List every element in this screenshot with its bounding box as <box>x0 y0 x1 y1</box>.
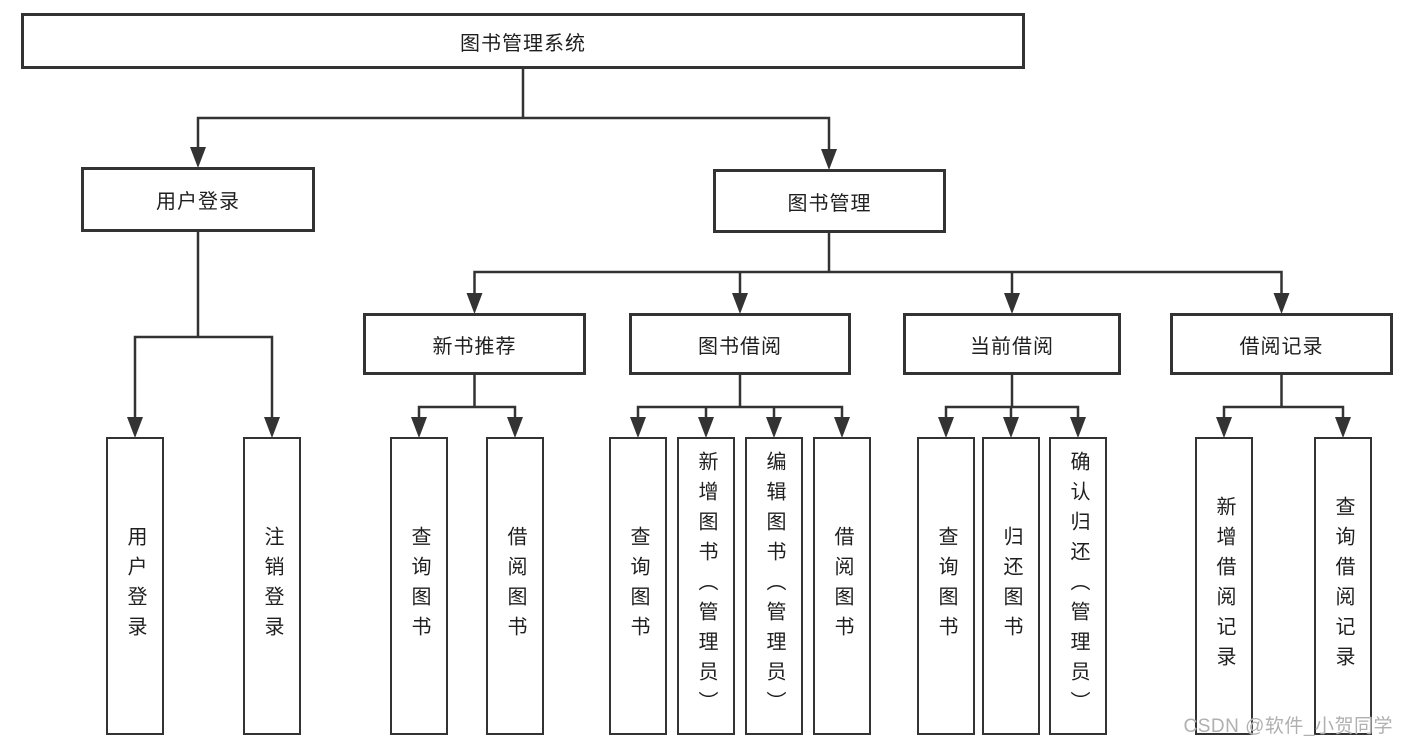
leaf-borrow-books-borrowing: 借阅图书 <box>813 437 871 735</box>
leaf-logout-label: 注销登录 <box>261 526 283 646</box>
node-book-management: 图书管理 <box>713 169 946 233</box>
leaf-user-login-label: 用户登录 <box>124 526 146 646</box>
leaf-query-books-borrowing-label: 查询图书 <box>627 526 649 646</box>
leaf-add-borrow-record-label: 新增借阅记录 <box>1213 496 1235 676</box>
node-book-management-label: 图书管理 <box>787 192 872 215</box>
leaf-confirm-return-admin: 确认归还（管理员） <box>1049 437 1107 735</box>
node-borrowing-records: 借阅记录 <box>1170 313 1393 375</box>
leaf-confirm-return-admin-label: 确认归还（管理员） <box>1067 451 1089 721</box>
node-book-borrowing: 图书借阅 <box>629 313 851 375</box>
leaf-query-books-recommend: 查询图书 <box>390 437 448 735</box>
leaf-query-books-current-label: 查询图书 <box>935 526 957 646</box>
node-user-login-label: 用户登录 <box>156 191 240 213</box>
leaf-logout: 注销登录 <box>243 437 301 735</box>
leaf-edit-book-admin-label: 编辑图书（管理员） <box>763 451 785 721</box>
leaf-return-book-label: 归还图书 <box>1000 526 1022 646</box>
node-current-borrowing: 当前借阅 <box>903 313 1121 375</box>
leaf-borrow-books-recommend: 借阅图书 <box>486 437 544 735</box>
node-user-login: 用户登录 <box>81 167 315 232</box>
node-current-borrowing-label: 当前借阅 <box>970 335 1054 358</box>
leaf-borrow-books-borrowing-label: 借阅图书 <box>831 526 853 646</box>
csdn-watermark: CSDN @软件_小贺同学 <box>1183 716 1393 737</box>
tree-edges <box>133 67 1345 422</box>
leaf-add-book-admin-label: 新增图书（管理员） <box>695 451 717 721</box>
node-root-label: 图书管理系统 <box>460 32 586 55</box>
leaf-return-book: 归还图书 <box>982 437 1040 735</box>
leaf-add-borrow-record: 新增借阅记录 <box>1195 437 1253 735</box>
leaf-user-login: 用户登录 <box>106 437 164 735</box>
leaf-query-borrow-record: 查询借阅记录 <box>1314 437 1372 735</box>
leaf-query-borrow-record-label: 查询借阅记录 <box>1332 496 1354 676</box>
leaf-edit-book-admin: 编辑图书（管理员） <box>745 437 803 735</box>
node-borrowing-records-label: 借阅记录 <box>1239 335 1324 358</box>
leaf-borrow-books-recommend-label: 借阅图书 <box>504 526 526 646</box>
node-book-borrowing-label: 图书借阅 <box>698 335 782 358</box>
node-new-book-recommendation: 新书推荐 <box>363 313 586 375</box>
node-new-book-recommendation-label: 新书推荐 <box>432 335 517 358</box>
leaf-query-books-recommend-label: 查询图书 <box>408 526 430 646</box>
leaf-add-book-admin: 新增图书（管理员） <box>677 437 735 735</box>
leaf-query-books-current: 查询图书 <box>917 437 975 735</box>
leaf-query-books-borrowing: 查询图书 <box>609 437 667 735</box>
node-root: 图书管理系统 <box>21 13 1025 69</box>
